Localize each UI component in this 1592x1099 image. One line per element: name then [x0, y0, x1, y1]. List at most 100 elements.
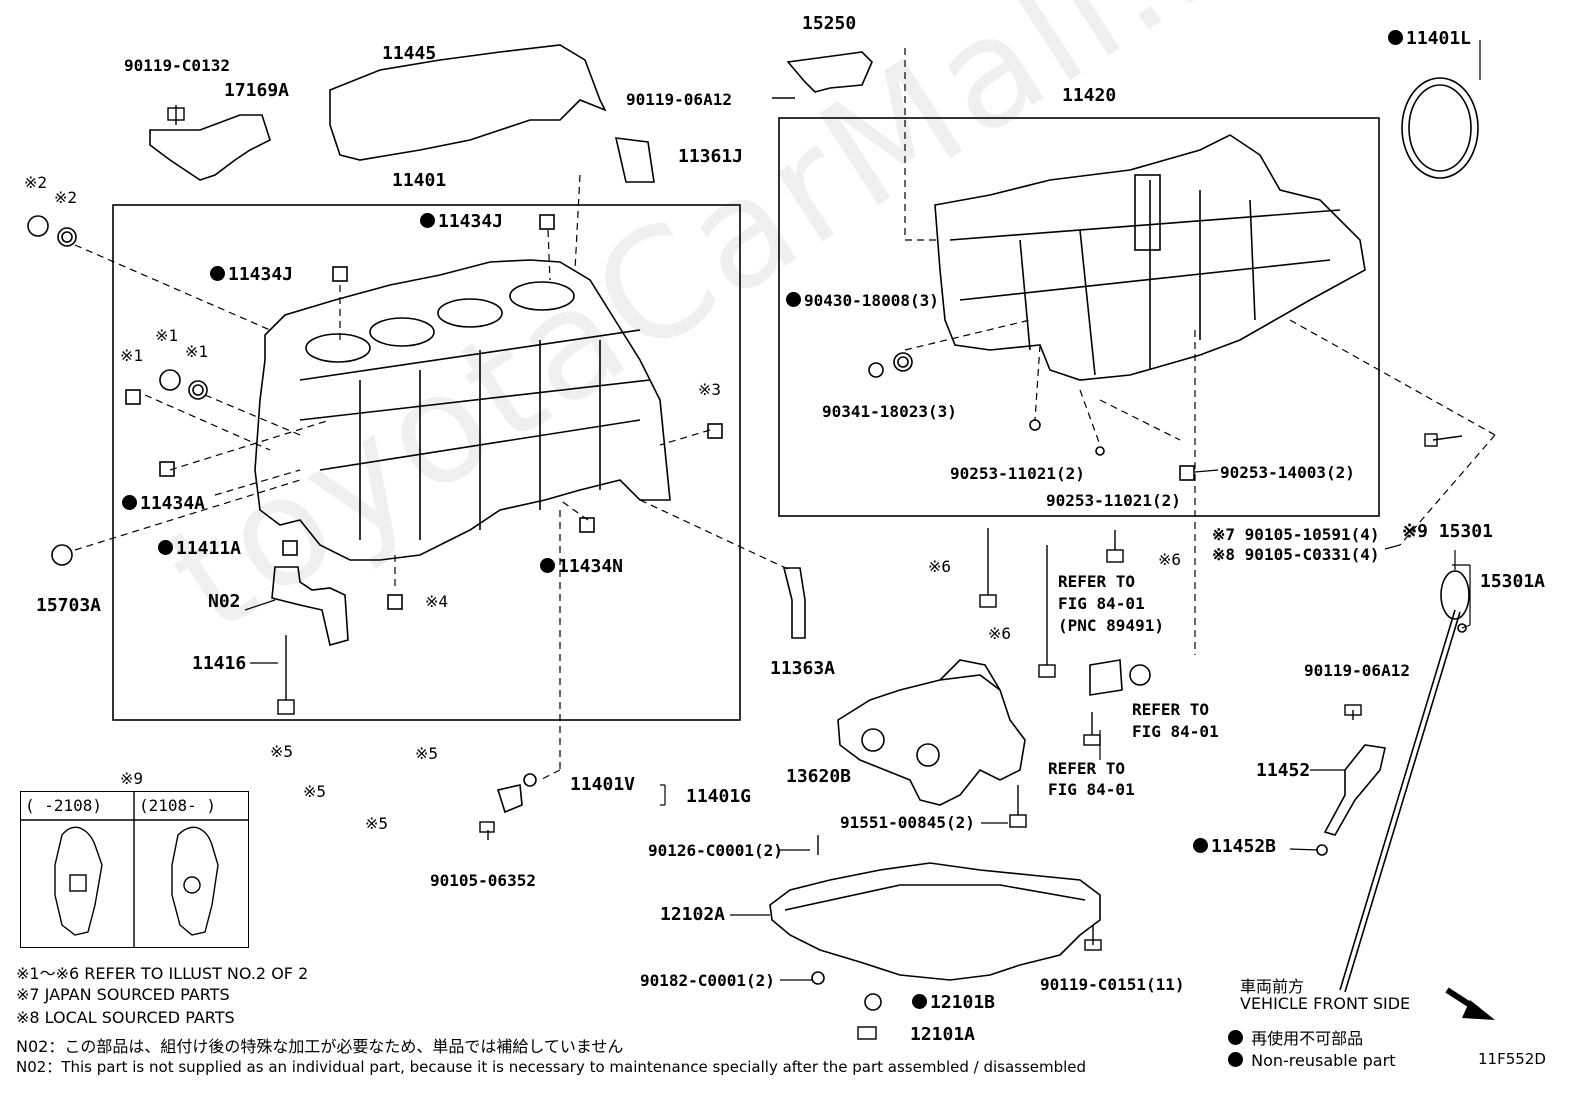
- label-12101B-text: 12101B: [930, 992, 996, 1013]
- label-11434J-b-text: 11434J: [228, 264, 294, 285]
- label-11401: 11401: [392, 170, 447, 191]
- label-11434J-a: 11434J: [420, 213, 503, 231]
- label-90182: 90182-C0001(2): [640, 971, 775, 990]
- variant-col-2: (2108- ): [139, 796, 217, 815]
- label-11361J: 11361J: [678, 146, 744, 167]
- label-11434N-text: 11434N: [558, 556, 624, 577]
- non-reusable-icon: [1388, 30, 1403, 45]
- non-reusable-icon: [1228, 1052, 1243, 1067]
- label-90119-C0151: 90119-C0151(11): [1040, 975, 1185, 994]
- label-15703A: 15703A: [36, 595, 102, 616]
- refer-note-a-3: (PNC 89491): [1058, 616, 1164, 635]
- label-12102A: 12102A: [660, 904, 726, 925]
- label-11420: 11420: [1062, 85, 1117, 106]
- label-11401G: 11401G: [686, 786, 752, 807]
- legend-en: Non-reusable part: [1228, 1051, 1395, 1070]
- mark-5c: ※5: [303, 782, 327, 801]
- mark-1c: ※1: [185, 342, 209, 361]
- label-90119-C0132: 90119-C0132: [124, 56, 230, 75]
- mark-2b: ※2: [54, 188, 78, 207]
- label-90430: 90430-18008(3): [786, 292, 939, 309]
- label-15301A: 15301A: [1480, 571, 1546, 592]
- non-reusable-icon: [420, 213, 435, 228]
- label-11401V: 11401V: [570, 774, 636, 795]
- label-11434J-b: 11434J: [210, 266, 293, 284]
- non-reusable-icon: [540, 558, 555, 573]
- label-12101A: 12101A: [910, 1024, 976, 1045]
- label-11434J-a-text: 11434J: [438, 211, 504, 232]
- mark-1a: ※1: [120, 346, 144, 365]
- refer-note-b-1: REFER TO: [1132, 700, 1210, 719]
- non-reusable-icon: [210, 266, 225, 281]
- legend-jp: 再使用不可部品: [1228, 1025, 1363, 1049]
- label-90341: 90341-18023(3): [822, 402, 957, 421]
- label-N02: N02: [208, 591, 241, 612]
- label-11452B-text: 11452B: [1211, 836, 1277, 857]
- front-label-jp: 車両前方: [1240, 977, 1305, 996]
- label-90119-06A12-top: 90119-06A12: [626, 90, 732, 109]
- note-1: ※1～※6 REFER TO ILLUST NO.2 OF 2: [16, 964, 309, 983]
- non-reusable-icon: [912, 994, 927, 1009]
- label-17169A: 17169A: [224, 80, 290, 101]
- engine-block-shape: [254, 259, 671, 561]
- mark-1b: ※1: [155, 326, 179, 345]
- label-11401L-text: 11401L: [1406, 28, 1472, 49]
- legend-jp-text: 再使用不可部品: [1251, 1029, 1364, 1048]
- legend-en-text: Non-reusable part: [1251, 1051, 1396, 1070]
- mark-4: ※4: [425, 592, 449, 611]
- mark-5d: ※5: [365, 814, 389, 833]
- note-3: ※8 LOCAL SOURCED PARTS: [16, 1008, 235, 1027]
- diagram-code: 11F552D: [1478, 1050, 1546, 1068]
- label-90119-06A12-r: 90119-06A12: [1304, 661, 1410, 680]
- block-frame: [112, 204, 741, 721]
- variant-col-1: ( -2108): [25, 796, 103, 815]
- label-11401L: 11401L: [1388, 30, 1471, 48]
- mark-5a: ※5: [270, 742, 294, 761]
- label-11445: 11445: [382, 43, 437, 64]
- mark-6b: ※6: [1158, 550, 1182, 569]
- label-90105-06352: 90105-06352: [430, 871, 536, 890]
- variant-table: ( -2108) (2108- ): [20, 791, 249, 948]
- label-11363A: 11363A: [770, 658, 836, 679]
- note-5: N02：This part is not supplied as an indi…: [16, 1058, 1087, 1076]
- non-reusable-icon: [1228, 1030, 1243, 1045]
- mark-6a: ※6: [928, 557, 952, 576]
- label-11452: 11452: [1256, 760, 1311, 781]
- label-90105-10591: ※7 90105-10591(4): [1212, 525, 1380, 544]
- label-11411A-text: 11411A: [176, 538, 242, 559]
- non-reusable-icon: [158, 540, 173, 555]
- front-arrow-icon: [1445, 987, 1495, 1020]
- non-reusable-icon: [786, 292, 801, 307]
- label-11434N: 11434N: [540, 558, 623, 576]
- refer-note-c-2: FIG 84-01: [1048, 780, 1135, 799]
- mark-2a: ※2: [24, 173, 48, 192]
- label-91551: 91551-00845(2): [840, 813, 975, 832]
- label-90126: 90126-C0001(2): [648, 841, 783, 860]
- mark-3: ※3: [698, 380, 722, 399]
- label-12101B: 12101B: [912, 994, 995, 1012]
- non-reusable-icon: [1193, 838, 1208, 853]
- refer-note-c-1: REFER TO: [1048, 759, 1126, 778]
- mark-6c: ※6: [988, 624, 1012, 643]
- refer-note-a-2: FIG 84-01: [1058, 594, 1145, 613]
- front-label-en: VEHICLE FRONT SIDE: [1240, 994, 1411, 1013]
- label-90253-c: 90253-14003(2): [1220, 463, 1355, 482]
- label-90430-text: 90430-18008(3): [804, 291, 939, 310]
- label-15250: 15250: [802, 13, 857, 34]
- mark-9: ※9: [120, 769, 144, 788]
- label-90253-a: 90253-11021(2): [950, 464, 1085, 483]
- refer-note-a-1: REFER TO: [1058, 572, 1136, 591]
- ladder-frame: [778, 117, 1380, 517]
- label-11452B: 11452B: [1193, 838, 1276, 856]
- note-4: N02：この部品は、組付け後の特殊な加工が必要なため、単品では補給していません: [16, 1037, 624, 1056]
- label-13620B: 13620B: [786, 766, 852, 787]
- label-90105-C0331: ※8 90105-C0331(4): [1212, 545, 1380, 564]
- label-11416: 11416: [192, 653, 247, 674]
- non-reusable-icon: [122, 495, 137, 510]
- mark-5b: ※5: [415, 744, 439, 763]
- label-11411A: 11411A: [158, 540, 241, 558]
- label-15301: ※9 15301: [1402, 521, 1493, 542]
- label-90253-b: 90253-11021(2): [1046, 491, 1181, 510]
